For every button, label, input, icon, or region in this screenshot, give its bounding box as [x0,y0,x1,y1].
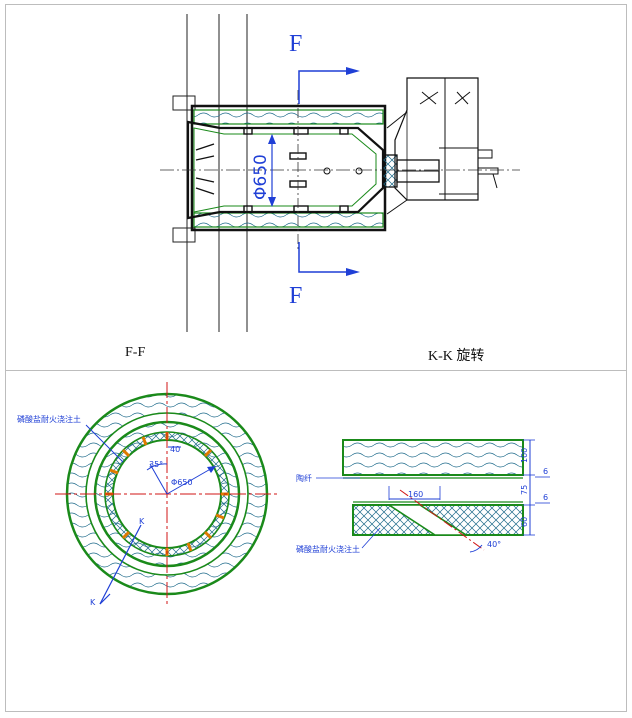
section-kk-detail: 40° 160 100 75 60 6 6 陶纤 磷酸盐耐火浇注土 [296,439,550,554]
kk-castable-label: 磷酸盐耐火浇注土 [296,544,360,554]
ring-k-lower: K [90,598,96,607]
kk-dim-6b: 6 [543,493,548,502]
section-divider [5,370,627,371]
kk-ceramic-label: 陶纤 [296,473,312,483]
drawing-frame [5,4,627,712]
kk-dim-60: 60 [520,517,529,527]
kk-dim-6a: 6 [543,467,548,476]
ring-dim-40: 40 [170,445,180,454]
ring-angle-label: 35° [149,460,163,469]
kk-dim-100: 100 [520,448,529,463]
kk-dim-75: 75 [520,485,529,495]
burner-elevation: Φ650 F F [160,14,520,332]
diameter-dim-label: Φ650 [251,154,271,200]
ring-castable-label: 磷酸盐耐火浇注土 [17,414,81,424]
caption-kk: K-K 旋转 [428,349,485,364]
ring-diameter-label: Φ650 [171,478,193,487]
kk-angle-40: 40° [487,540,501,549]
ring-k-upper: K [139,517,145,526]
caption-ff: F-F [125,345,146,360]
kk-dim-160: 160 [408,490,423,499]
ring-section-ff: Φ650 35° 40 磷酸盐耐火浇注土 K K [17,382,280,607]
section-mark-bottom: F [289,283,302,309]
section-mark-top: F [289,31,302,57]
